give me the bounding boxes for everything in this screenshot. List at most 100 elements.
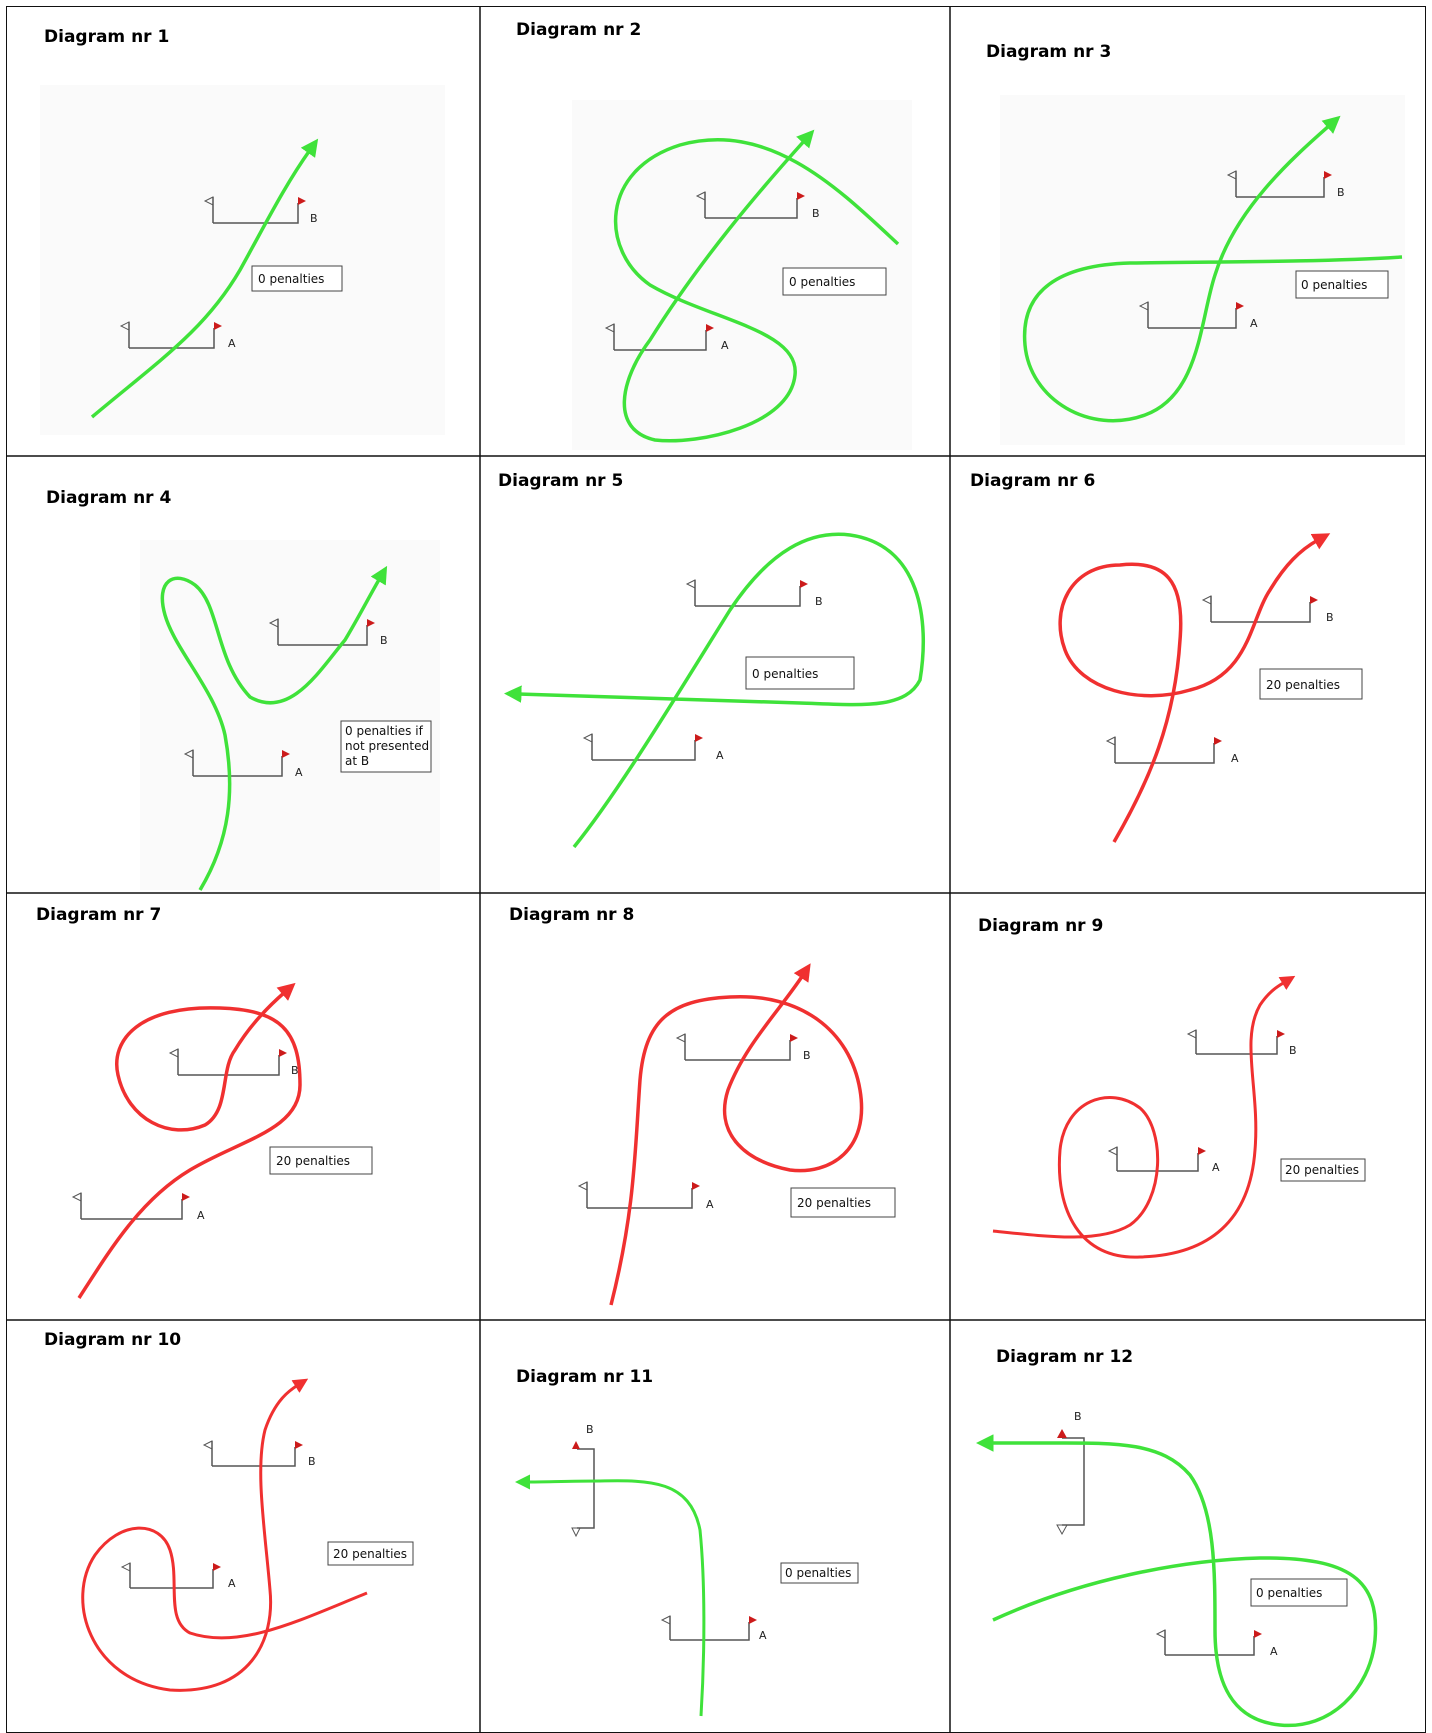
gate-label: A [228, 1577, 236, 1590]
penalty-label: 0 penalties [752, 667, 818, 681]
diagram-5: Diagram nr 5 B A 0 penalties [498, 471, 926, 849]
gate-a: A [1107, 1146, 1220, 1174]
gate-label: A [706, 1198, 714, 1211]
red-flag-icon [1277, 1030, 1285, 1038]
gate-a: A [120, 1562, 236, 1590]
red-flag-icon [749, 1616, 757, 1624]
gate-label: A [759, 1629, 767, 1642]
red-flag-icon [295, 1441, 303, 1449]
diagram-12: Diagram nr 12 B A 0 penalties [976, 1347, 1378, 1728]
gate-b: B [1226, 170, 1345, 199]
white-flag-icon [268, 618, 279, 628]
penalty-box [780, 1562, 859, 1584]
white-flag-icon [1056, 1524, 1068, 1536]
gate-a: A [660, 1615, 767, 1642]
track-path [160, 565, 388, 891]
track-path [90, 138, 319, 419]
track-path [1022, 115, 1403, 423]
red-flag-icon [706, 324, 714, 332]
white-flag-icon [1155, 1629, 1166, 1639]
gate-a: A [71, 1192, 205, 1222]
diagram-title: Diagram nr 6 [970, 471, 1095, 491]
penalty-box [327, 1541, 414, 1566]
penalty-label: 0 penalties [258, 272, 324, 286]
grid-lines [6, 6, 1426, 1733]
gate-a: A [183, 749, 303, 779]
gate-a: A [1105, 736, 1239, 765]
gate-label: A [295, 766, 303, 779]
gate-b: B [1201, 595, 1334, 624]
gate-label: B [308, 1455, 316, 1468]
red-flag-icon [213, 1563, 221, 1571]
white-flag-icon [571, 1527, 581, 1538]
penalty-label: 0 penalties [785, 1566, 851, 1580]
penalty-label: 20 penalties [333, 1547, 407, 1561]
diagram-title: Diagram nr 8 [509, 905, 634, 925]
gate-b: B [168, 1048, 299, 1077]
red-flag-icon [572, 1441, 580, 1449]
penalty-label: 0 penalties [1301, 278, 1367, 292]
penalty-box [340, 720, 432, 773]
gate-b: B [203, 196, 318, 225]
red-flag-icon [1310, 596, 1318, 604]
diagram-title: Diagram nr 7 [36, 905, 161, 925]
white-flag-icon [675, 1033, 686, 1043]
track-path [609, 963, 864, 1306]
gate-label: A [1231, 752, 1239, 765]
white-flag-icon [577, 1181, 588, 1191]
diagram-10: Diagram nr 10 B A 20 penalties [44, 1330, 414, 1692]
red-flag-icon [214, 322, 222, 330]
diagram-title: Diagram nr 3 [986, 42, 1111, 62]
diagram-title: Diagram nr 2 [516, 20, 641, 40]
track-path [515, 1474, 706, 1717]
penalty-box [269, 1146, 373, 1175]
diagram-title: Diagram nr 4 [46, 488, 171, 508]
white-flag-icon [1138, 301, 1149, 311]
gate-label: B [812, 207, 820, 220]
track-path [504, 532, 926, 849]
penalty-label: 0 penalties [1256, 1586, 1322, 1600]
white-flag-icon [1105, 736, 1116, 746]
penalty-box [1259, 668, 1363, 700]
white-flag-icon [1107, 1146, 1118, 1156]
red-flag-icon [797, 192, 805, 200]
diagram-6: Diagram nr 6 B A 20 penalties [970, 471, 1363, 843]
penalty-box [1250, 1578, 1348, 1607]
red-flag-icon [790, 1034, 798, 1042]
diagram-title: Diagram nr 9 [978, 916, 1103, 936]
gate-label: B [380, 634, 388, 647]
gate-label: A [716, 749, 724, 762]
penalty-box [790, 1187, 896, 1218]
red-flag-icon [279, 1049, 287, 1057]
penalty-label: 20 penalties [1266, 678, 1340, 692]
gate-label: A [228, 337, 236, 350]
diagram-1: Diagram nr 1 B A 0 penalties [44, 27, 343, 419]
red-flag-icon [1198, 1147, 1206, 1155]
red-flag-icon [367, 619, 375, 627]
penalty-box [1295, 270, 1389, 299]
penalty-label: 20 penalties [797, 1196, 871, 1210]
white-flag-icon [695, 191, 706, 201]
track-path [77, 982, 302, 1299]
penalty-box [1280, 1158, 1366, 1182]
track-path [81, 1378, 368, 1692]
white-flag-icon [1201, 595, 1212, 605]
track-path [613, 129, 900, 443]
gate-label: B [803, 1049, 811, 1062]
gate-b: B [695, 191, 820, 220]
diagram-3: Diagram nr 3 B A 0 penalties [986, 42, 1403, 423]
penalty-box [251, 265, 343, 292]
penalty-box [745, 656, 855, 690]
gate-label: B [1074, 1410, 1082, 1423]
diagram-2: Diagram nr 2 B A 0 penalties [516, 20, 900, 443]
white-flag-icon [120, 1562, 131, 1572]
white-flag-icon [604, 323, 615, 333]
red-flag-icon [692, 1182, 700, 1190]
diagram-title: Diagram nr 5 [498, 471, 623, 491]
gate-b: B [675, 1033, 811, 1062]
diagram-title: Diagram nr 1 [44, 27, 169, 47]
penalty-label: at B [345, 754, 369, 768]
gate-a: A [1138, 301, 1258, 330]
diagram-7: Diagram nr 7 B A 20 penalties [36, 905, 373, 1299]
